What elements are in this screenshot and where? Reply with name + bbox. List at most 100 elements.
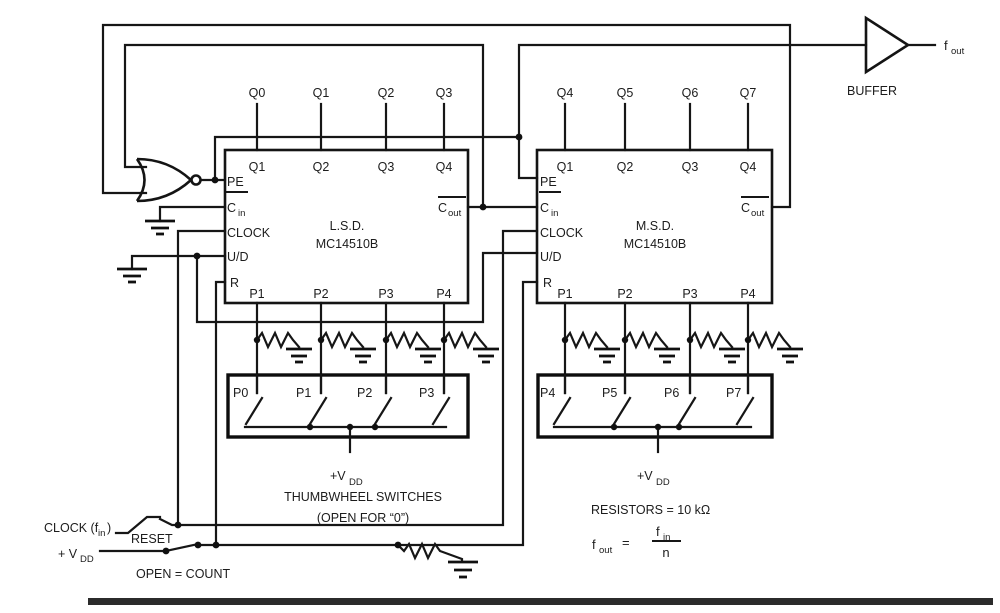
box1-vdd-sub: DD [349, 477, 363, 488]
lsd-ext-q0: Q0 [249, 86, 266, 100]
switch-blades [244, 396, 451, 426]
wire-ud-net [195, 251, 539, 324]
resistor [623, 330, 669, 350]
lsd-int-q1: Q1 [249, 160, 266, 174]
lsd-pin-clock: CLOCK [227, 226, 271, 240]
box2-label-p7: P7 [726, 386, 741, 400]
lsd-int-q3: Q3 [378, 160, 395, 174]
box1-vdd-label: +V [330, 469, 346, 483]
msd-pin-ud: U/D [540, 250, 562, 264]
lsd-int-p4: P4 [436, 287, 451, 301]
ground-symbol [350, 347, 376, 364]
msd-chip: Q4 Q5 Q6 Q7 Q1 Q2 Q3 Q4 PE C in CLOCK U/… [535, 86, 774, 305]
lsd-pin-r: R [230, 276, 239, 290]
reset-switch-blade [164, 542, 200, 553]
msd-ext-q5: Q5 [617, 86, 634, 100]
lsd-int-p2: P2 [313, 287, 328, 301]
fout-label: f [944, 38, 948, 53]
lsd-ext-q2: Q2 [378, 86, 395, 100]
msd-int-q1: Q1 [557, 160, 574, 174]
open-count-label: OPEN = COUNT [136, 567, 230, 581]
ground-symbol [448, 560, 478, 579]
eq-equals: = [622, 535, 630, 550]
msd-int-p1: P1 [557, 287, 572, 301]
msd-int-p2: P2 [617, 287, 632, 301]
wire-clock-chip1 [176, 229, 227, 527]
buffer-label: BUFFER [847, 84, 897, 98]
lsd-chip-body [223, 148, 470, 305]
ground-symbol [473, 347, 499, 364]
wire-cin1-ground [158, 205, 227, 223]
fout-label-sub: out [951, 46, 965, 57]
msd-ext-q6: Q6 [682, 86, 699, 100]
vdd-input-label: + V [58, 547, 78, 561]
thumbwheel-caption-2: (OPEN FOR “0”) [317, 511, 409, 525]
lsd-pin-pe: PE [227, 175, 244, 189]
msd-pin-pe: PE [540, 175, 557, 189]
reset-label: RESET [131, 532, 173, 546]
resistors-note: RESISTORS = 10 kΩ [591, 503, 710, 517]
junction-dots [162, 133, 752, 555]
msd-int-q4: Q4 [740, 160, 757, 174]
bottom-border-bar [88, 598, 993, 605]
lsd-pin-cout-sub: out [448, 208, 462, 219]
input-labels: CLOCK (f in ) RESET + V DD OPEN = COUNT [44, 521, 230, 581]
lsd-pin-cin-sub: in [238, 208, 245, 219]
thumbwheel-box-2-outline [536, 373, 774, 439]
thumbwheel-box-2: P4 P5 P6 P7 [536, 373, 774, 454]
wire-clock-rail [158, 229, 539, 527]
eq-fin-sub: in [663, 532, 670, 543]
thumbwheel-box-1: P0 P1 P2 P3 [226, 373, 470, 454]
box2-vdd-sub: DD [656, 477, 670, 488]
resistor [688, 330, 734, 350]
switch-blades [552, 396, 755, 426]
ground-symbols [117, 219, 803, 579]
buffer-symbol [864, 15, 937, 75]
lsd-name: L.S.D. [330, 219, 365, 233]
msd-chip-body [535, 148, 774, 305]
lsd-int-p3: P3 [378, 287, 393, 301]
lsd-pin-cout: C [438, 201, 447, 215]
nor-gate-symbol [135, 157, 202, 203]
clock-input-label: CLOCK (f [44, 521, 99, 535]
ground-symbol [286, 347, 312, 364]
msd-pin-clock: CLOCK [540, 226, 584, 240]
resistor [384, 330, 430, 350]
box2-vdd-label: +V [637, 469, 653, 483]
lsd-chip: Q0 Q1 Q2 Q3 Q1 Q2 Q3 Q4 PE C in CLOCK U/… [223, 86, 470, 305]
msd-int-q3: Q3 [682, 160, 699, 174]
switch-contacts [563, 373, 750, 395]
msd-pin-cin: C [540, 201, 549, 215]
lsd-int-q4: Q4 [436, 160, 453, 174]
ground-symbol [777, 347, 803, 364]
msd-int-p3: P3 [682, 287, 697, 301]
msd-pin-cout: C [741, 201, 750, 215]
resistor-bank-1 [255, 330, 488, 350]
eq-fout-base: f [592, 537, 596, 552]
lsd-ext-q1: Q1 [313, 86, 330, 100]
clock-input-sub: in [98, 528, 105, 539]
msd-name: M.S.D. [636, 219, 674, 233]
resistor [746, 330, 792, 350]
msd-part-number: MC14510B [624, 237, 687, 251]
box1-label-p2: P2 [357, 386, 372, 400]
ground-symbol [594, 347, 620, 364]
wire-buffer-feed [517, 43, 868, 139]
resistor-bank-2 [563, 330, 792, 350]
wire-cout2-feedback [101, 23, 792, 209]
box1-label-p0: P0 [233, 386, 248, 400]
box2-label-p4: P4 [540, 386, 555, 400]
lsd-int-p1: P1 [249, 287, 264, 301]
thumbwheel-caption: THUMBWHEEL SWITCHES [284, 490, 442, 504]
reset-pulldown-resistor [396, 541, 464, 563]
clock-input-close: ) [107, 521, 111, 535]
box1-label-p3: P3 [419, 386, 434, 400]
wire-cout1-feedback [123, 43, 485, 209]
eq-fin-base: f [656, 524, 660, 539]
ground-symbol [145, 219, 175, 236]
box2-label-p5: P5 [602, 386, 617, 400]
msd-ext-q7: Q7 [740, 86, 757, 100]
ground-symbol [654, 347, 680, 364]
resistor [442, 330, 488, 350]
